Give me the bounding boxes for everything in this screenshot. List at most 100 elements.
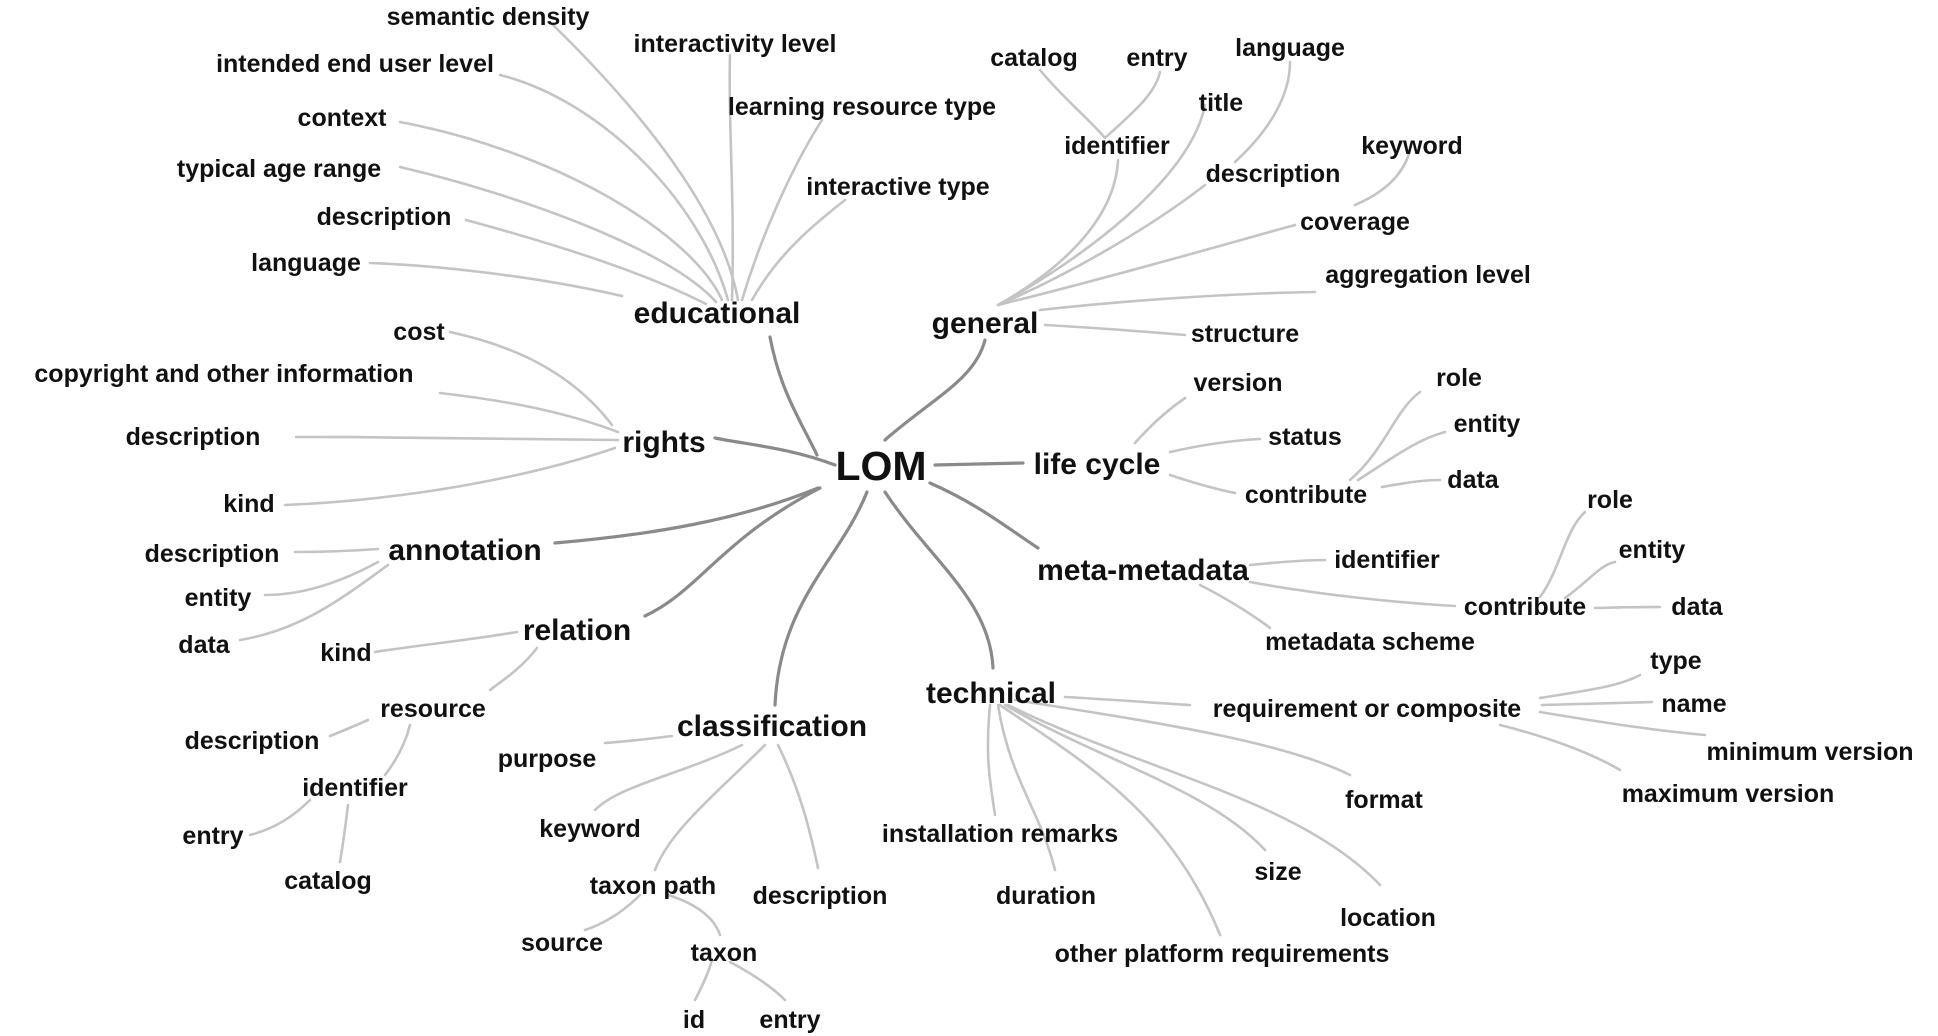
link-tech-installation [986,703,997,817]
link-mm-contribute [1248,580,1457,608]
edu-interactive-type: interactive type [806,173,990,201]
gen-keyword: keyword [1361,132,1462,160]
edu-learning-resource-type: learning resource type [728,93,996,121]
cls-id: id [683,1006,705,1034]
gen-identifier: identifier [1064,132,1170,160]
mm-data: data [1671,593,1724,621]
tech-other-platform-requirements: other platform requirements [1055,940,1390,968]
node-labels: LOM educational general rights life cycl… [34,3,1913,1034]
link-gen-aggregation-level [1038,290,1317,312]
link-tech-type [1538,673,1642,700]
link-rel-description [328,718,370,738]
link-root-meta-metadata [928,481,1040,550]
link-gen-language [1233,60,1292,164]
lc-status: status [1268,423,1342,451]
rel-kind: kind [320,639,371,667]
tech-location: location [1340,904,1436,932]
category-technical: technical [926,677,1056,710]
link-root-relation [643,486,822,618]
link-edu-interactive-type [750,198,847,302]
cls-keyword: keyword [539,815,640,843]
tech-size: size [1254,858,1301,886]
gen-description: description [1206,160,1341,188]
category-classification: classification [677,710,867,743]
edu-description: description [317,203,452,231]
link-mm-entity [1563,560,1617,600]
link-tech-duration [996,703,1057,872]
link-cls-taxon-path [653,743,767,872]
link-rel-catalog [338,803,350,864]
link-cls-source [583,893,642,932]
rights-kind: kind [223,490,274,518]
cls-description: description [753,882,888,910]
link-cls-entry [728,960,787,1002]
link-ann-data [238,563,390,642]
link-rights-copyright [438,391,620,434]
link-lc-contribute [1168,473,1237,495]
link-rel-resource [488,646,539,692]
ann-data: data [178,631,231,659]
mm-role: role [1587,486,1633,514]
link-ann-entity [263,560,380,597]
primary-links [553,335,1040,707]
edu-semantic-density: semantic density [387,3,590,31]
gen-structure: structure [1191,320,1299,348]
link-tech-max-version [1498,723,1622,772]
link-lc-role [1348,390,1422,482]
rights-copyright: copyright and other information [34,360,413,388]
link-cls-purpose [603,734,674,745]
link-gen-structure [1043,323,1187,337]
link-lc-data [1380,478,1442,489]
cls-entry: entry [759,1006,820,1034]
link-tech-other-platform [998,703,1222,937]
ann-entity: entity [185,584,252,612]
tech-format: format [1345,786,1423,814]
ann-description: description [145,540,280,568]
category-life-cycle: life cycle [1034,448,1161,481]
link-edu-language [368,261,624,298]
lc-entity: entity [1454,410,1521,438]
gen-title: title [1199,89,1244,117]
link-rights-description [294,435,620,442]
lc-version: version [1194,369,1283,397]
cls-taxon-path: taxon path [590,872,716,900]
link-cls-taxon [666,893,722,937]
gen-aggregation-level: aggregation level [1325,261,1531,289]
category-educational: educational [634,297,801,330]
link-tech-location [1006,703,1382,887]
gen-entry: entry [1126,44,1187,72]
link-root-rights [713,436,837,467]
edu-intended-end-user-level: intended end user level [216,50,494,78]
edu-language: language [251,249,361,277]
link-lc-entity [1356,430,1447,482]
category-rights: rights [622,426,705,459]
link-tech-name [1540,700,1654,707]
link-root-annotation [553,486,820,545]
link-rel-kind [373,630,519,654]
gen-coverage: coverage [1300,208,1410,236]
rel-resource: resource [380,695,486,723]
link-gen-entry [1103,70,1162,140]
link-cls-description [776,743,820,870]
link-edu-description [464,218,708,306]
cls-source: source [521,929,603,957]
secondary-links [238,20,1707,1002]
link-cls-keyword [593,743,744,812]
root-node-lom: LOM [835,443,926,489]
link-mm-metadata-scheme [1198,583,1272,630]
link-tech-format [1013,698,1352,777]
tech-installation-remarks: installation remarks [882,820,1118,848]
tech-type: type [1650,647,1702,675]
edu-interactivity-level: interactivity level [634,30,837,58]
link-ann-description [293,547,380,554]
edu-context: context [298,104,388,132]
link-lc-version [1133,396,1187,445]
mm-identifier: identifier [1334,546,1440,574]
rel-description: description [185,727,320,755]
link-rel-identifier [383,723,412,777]
link-gen-keyword [1353,148,1412,207]
link-tech-requirement [1063,695,1192,707]
gen-language: language [1235,34,1345,62]
link-lc-status [1168,437,1262,454]
link-mm-identifier [1248,558,1327,567]
